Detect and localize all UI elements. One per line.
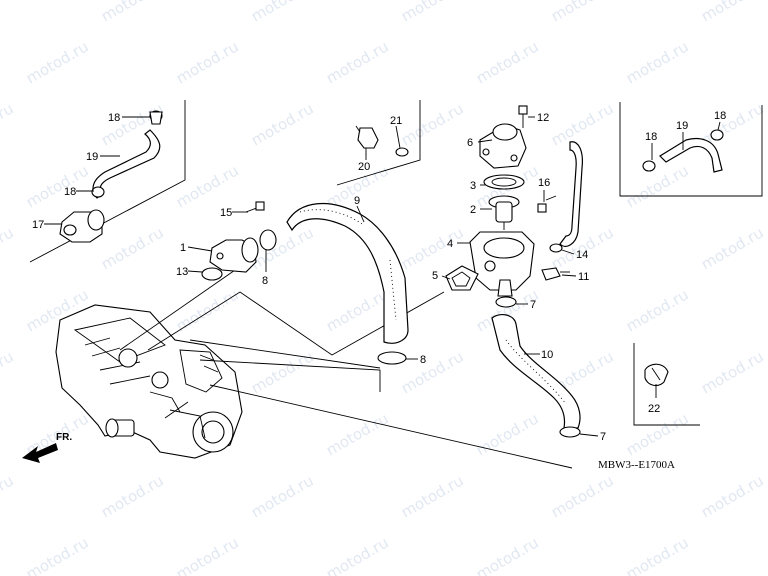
- watermark-text: motod.ru: [323, 533, 392, 576]
- o-ring-part-13: [201, 267, 223, 281]
- watermark-text: motod.ru: [0, 471, 17, 521]
- clamp-parts-7: [495, 296, 581, 438]
- watermark-text: motod.ru: [23, 37, 92, 87]
- inset-box-middle: [336, 100, 421, 186]
- callout-18: 18: [108, 112, 120, 124]
- watermark-text: motod.ru: [398, 0, 467, 25]
- thermostat-housing-part-4: [469, 231, 535, 297]
- bypass-pipe-14: [549, 141, 583, 253]
- callout-2: 2: [470, 204, 476, 216]
- watermark-text: motod.ru: [0, 347, 17, 397]
- watermark-text: motod.ru: [173, 533, 242, 576]
- hose-part-9: [286, 202, 409, 344]
- watermark-text: motod.ru: [323, 409, 392, 459]
- watermark-text: motod.ru: [248, 99, 317, 149]
- watermark-text: motod.ru: [98, 223, 167, 273]
- callout-14: 14: [576, 249, 588, 261]
- bolts-12-16: [518, 105, 557, 213]
- sensor-and-washer: [355, 125, 409, 157]
- watermark-text: motod.ru: [698, 347, 767, 397]
- watermark-text: motod.ru: [0, 223, 17, 273]
- callout-21: 21: [390, 115, 402, 127]
- watermark-text: motod.ru: [323, 285, 392, 335]
- hose-part-10: [491, 314, 581, 429]
- callout-1: 1: [180, 242, 186, 254]
- watermark-text: motod.ru: [473, 533, 542, 576]
- callout-16: 16: [538, 177, 550, 189]
- callout-22: 22: [648, 403, 660, 415]
- watermark-text: motod.ru: [398, 471, 467, 521]
- callout-18: 18: [645, 131, 657, 143]
- inset-box-bottom-right: [633, 343, 700, 426]
- callout-9: 9: [354, 195, 360, 207]
- callout-15: 15: [220, 207, 232, 219]
- watermark-text: motod.ru: [623, 161, 692, 211]
- watermark-text: motod.ru: [623, 285, 692, 335]
- callout-19: 19: [86, 151, 98, 163]
- callout-3: 3: [470, 180, 476, 192]
- watermark-text: motod.ru: [248, 471, 317, 521]
- watermark-text: motod.ru: [548, 471, 617, 521]
- clamp-part-22: [644, 363, 669, 387]
- water-outlet-part-1: [209, 237, 259, 273]
- watermark-text: motod.ru: [698, 471, 767, 521]
- diagram-code: MBW3--E1700A: [598, 459, 675, 471]
- right-inset-parts: [642, 129, 724, 173]
- watermark-text: motod.ru: [173, 161, 242, 211]
- callout-10: 10: [541, 349, 553, 361]
- callout-6: 6: [467, 137, 473, 149]
- gasket-part-5: [445, 265, 479, 291]
- inset-box-right: [619, 102, 763, 197]
- thermostat-part-2: [488, 195, 520, 230]
- thermostat-cover-part-6: [479, 123, 527, 169]
- callout-7: 7: [530, 299, 536, 311]
- callout-19: 19: [676, 120, 688, 132]
- callout-11: 11: [578, 271, 589, 283]
- callout-13: 13: [176, 266, 188, 278]
- callout-18: 18: [714, 110, 726, 122]
- watermark-text: motod.ru: [98, 471, 167, 521]
- callout-12: 12: [537, 112, 549, 124]
- front-label: FR.: [56, 432, 72, 443]
- watermark-text: motod.ru: [248, 0, 317, 25]
- engine-block: [55, 304, 243, 459]
- watermark-text: motod.ru: [98, 0, 167, 25]
- callout-7: 7: [600, 431, 606, 443]
- watermark-text: motod.ru: [398, 223, 467, 273]
- bolt-part-15: [245, 201, 265, 213]
- watermark-text: motod.ru: [623, 409, 692, 459]
- watermark-text: motod.ru: [698, 223, 767, 273]
- watermark-text: motod.ru: [623, 37, 692, 87]
- callout-5: 5: [432, 270, 438, 282]
- watermark-text: motod.ru: [473, 37, 542, 87]
- watermark-text: motod.ru: [398, 99, 467, 149]
- watermark-text: motod.ru: [248, 347, 317, 397]
- watermark-text: motod.ru: [23, 533, 92, 576]
- watermark-text: motod.ru: [173, 37, 242, 87]
- watermark-text: motod.ru: [548, 99, 617, 149]
- callout-labels: 18 19 18 17 15 1 13 8 9 20 21 6 3 2 4 5 …: [32, 110, 726, 443]
- watermark-text: motod.ru: [23, 161, 92, 211]
- callout-8: 8: [420, 354, 426, 366]
- callout-17: 17: [32, 219, 44, 231]
- callout-8: 8: [262, 275, 268, 287]
- watermark-text: motod.ru: [473, 409, 542, 459]
- callout-18: 18: [64, 186, 76, 198]
- left-inset-parts: [59, 110, 163, 243]
- clamp-parts-8: [259, 229, 407, 365]
- callout-20: 20: [358, 161, 370, 173]
- watermark-text: motod.ru: [548, 0, 617, 25]
- temp-sensor-part-11: [541, 267, 570, 281]
- callout-leaders: [44, 116, 721, 437]
- watermark-text: motod.ru: [323, 37, 392, 87]
- seal-part-3: [483, 174, 525, 190]
- watermark-text: motod.ru: [398, 347, 467, 397]
- front-direction-arrow: FR.: [22, 432, 72, 463]
- watermark-text: motod.ru: [623, 533, 692, 576]
- watermark-text: motod.ru: [0, 0, 17, 25]
- watermark-text: motod.ru: [698, 0, 767, 25]
- watermark-text: motod.ru: [0, 99, 17, 149]
- callout-4: 4: [447, 238, 453, 250]
